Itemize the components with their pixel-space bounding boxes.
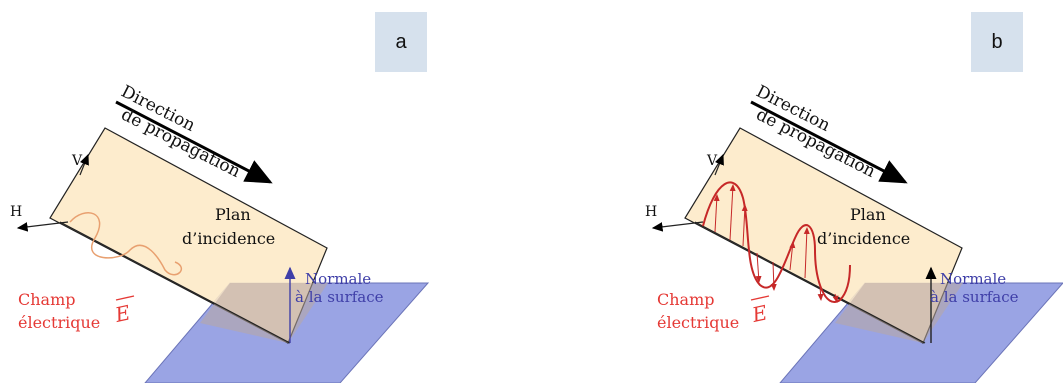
propagation-ray bbox=[59, 221, 291, 344]
normal-label-2: à la surface bbox=[930, 288, 1019, 306]
direction-arrow bbox=[750, 100, 908, 184]
v-axis-label: V bbox=[706, 153, 718, 169]
plane-shadow bbox=[200, 283, 328, 343]
field-symbol: E bbox=[112, 300, 133, 327]
field-vector-arrow bbox=[750, 295, 770, 301]
panel-tag-a: a bbox=[375, 12, 427, 72]
field-label: Champ bbox=[657, 290, 715, 309]
field-vector-arrow bbox=[115, 295, 135, 301]
normal-label: Normale bbox=[305, 270, 371, 288]
panel-b: Direction de propagation Plan d’incidenc… bbox=[635, 0, 1063, 384]
v-axis bbox=[714, 153, 724, 176]
v-axis-label: V bbox=[71, 153, 83, 169]
direction-arrow bbox=[115, 100, 273, 184]
electric-field-wave bbox=[69, 212, 182, 276]
field-label-2: électrique bbox=[18, 313, 100, 332]
diagram-b: Direction de propagation Plan d’incidenc… bbox=[645, 82, 1063, 384]
panel-a: Direction de propagation Plan d’incidenc… bbox=[0, 0, 500, 384]
normal-label-2: à la surface bbox=[295, 288, 384, 306]
h-axis-label: H bbox=[10, 204, 22, 220]
field-label-2: électrique bbox=[657, 313, 739, 332]
field-symbol: E bbox=[749, 300, 770, 327]
plane-label: Plan bbox=[850, 205, 886, 224]
panel-tag-b: b bbox=[971, 12, 1023, 72]
h-axis-label: H bbox=[645, 204, 657, 220]
normal-label: Normale bbox=[940, 270, 1006, 288]
field-label: Champ bbox=[18, 290, 76, 309]
h-axis bbox=[651, 221, 704, 232]
plane-label: Plan bbox=[215, 205, 251, 224]
propagation-ray bbox=[694, 221, 926, 344]
v-axis bbox=[79, 153, 89, 176]
field-vectors bbox=[713, 184, 839, 303]
h-axis bbox=[16, 221, 69, 232]
diagram-a: Direction de propagation Plan d’incidenc… bbox=[10, 82, 430, 384]
plane-label-2: d’incidence bbox=[817, 229, 910, 248]
plane-label-2: d’incidence bbox=[182, 229, 275, 248]
